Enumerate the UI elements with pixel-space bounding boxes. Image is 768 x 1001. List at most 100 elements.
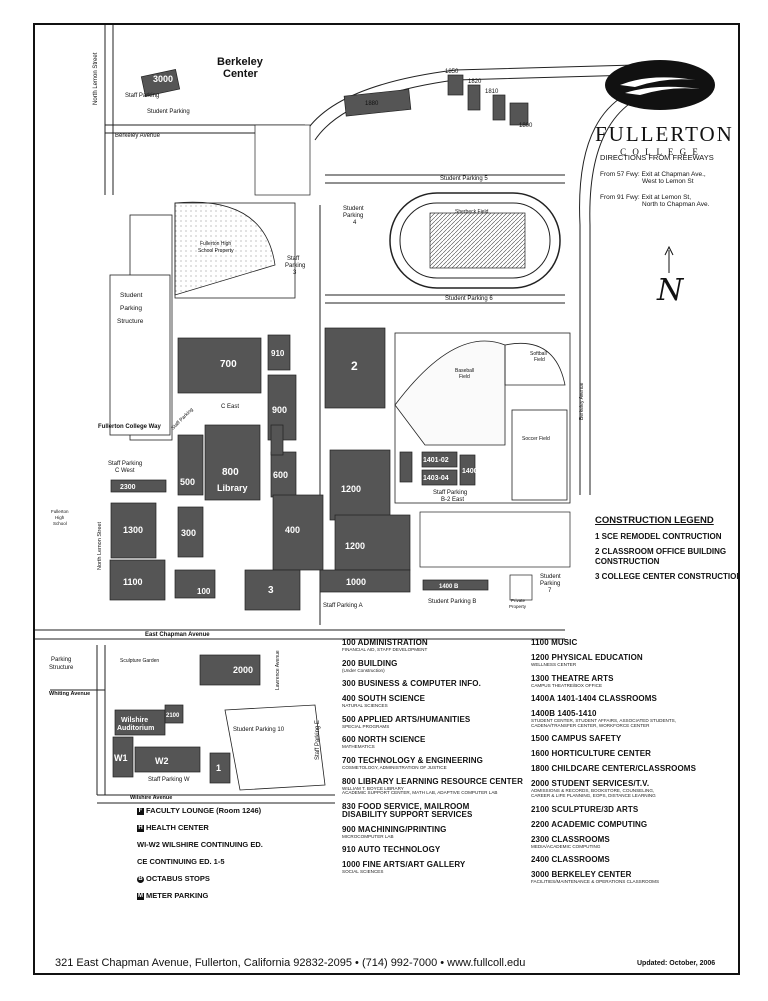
- legend-right-item-title: 1600 HORTICULTURE CENTER: [531, 749, 652, 759]
- bldg-1850: 1850: [445, 69, 459, 75]
- bldg-2: 2: [351, 359, 358, 373]
- label-soccer-field: Soccer Field: [522, 436, 550, 442]
- svg-text:School: School: [53, 521, 67, 526]
- legend-right-item-title: 2000 STUDENT SERVICES/T.V.: [531, 779, 650, 789]
- legend-right-item: 2200 ACADEMIC COMPUTING: [531, 820, 731, 829]
- legend-left-item-title: 300 BUSINESS & COMPUTER INFO.: [342, 679, 481, 689]
- directions: DIRECTIONS FROM FREEWAYS From 57 Fwy: Ex…: [600, 153, 738, 208]
- legend-left-item-title: 910 AUTO TECHNOLOGY: [342, 845, 441, 855]
- bldg-700: 700: [220, 359, 237, 370]
- legend-right-item: 1100 MUSIC: [531, 639, 731, 647]
- construction-item-1: 1 SCE REMODEL CONTRUCTION: [595, 532, 722, 541]
- bldg-1200b: 1200: [345, 541, 365, 551]
- bldg-w2: W2: [155, 756, 169, 766]
- fullerton-college-logo: FULLERTON C O L L E G E: [595, 55, 732, 165]
- bldg-1403-04: 1403-04: [423, 475, 449, 482]
- svg-text:Parking: Parking: [540, 581, 560, 587]
- label-berkeley-ave-right: Berkeley Avenue: [579, 382, 585, 420]
- legend-left-item-title: 830 FOOD SERVICE, MAILROOM DISABILITY SU…: [342, 801, 473, 819]
- legend-left-item-detail: NATURAL SCIENCES: [342, 703, 388, 709]
- svg-text:Field: Field: [534, 357, 545, 363]
- label-student-parking-top: Student Parking: [147, 109, 190, 115]
- legend-right-item: 1500 CAMPUS SAFETY: [531, 735, 731, 743]
- label-staff-parking-c-west: Staff Parking: [108, 461, 142, 467]
- svg-text:Structure: Structure: [49, 665, 74, 671]
- svg-text:Field: Field: [459, 374, 470, 380]
- legend-right-item-title: 1400A 1401-1404 CLASSROOMS: [531, 694, 657, 704]
- label-staff-parking-top: Staff Parking: [125, 93, 159, 99]
- label-whiting: Whiting Avenue: [49, 691, 90, 697]
- label-student-parking-6: Student Parking 6: [445, 296, 493, 302]
- legend-right-item-title: 2400 CLASSROOMS: [531, 855, 610, 865]
- bldg-3000: 3000: [153, 74, 173, 84]
- meter-parking-icon: M: [137, 892, 144, 900]
- label-wilshire-ave: Wilshire Avenue: [130, 795, 172, 801]
- label-staff-parking-w: Staff Parking W: [148, 777, 190, 783]
- label-sherbeck-field: Sherbeck Field: [455, 209, 489, 215]
- legend-right-item: 2400 CLASSROOMS: [531, 856, 731, 864]
- svg-text:Structure: Structure: [117, 318, 144, 325]
- campus-map: 3000 1850 1820 1810 1800 1880 700 910 2 …: [35, 25, 685, 804]
- directions-91-line2: North to Chapman Ave.: [642, 201, 710, 208]
- legend-left-item: 910 AUTO TECHNOLOGY: [342, 846, 532, 854]
- legend-right-item-detail: STUDENT CENTER, STUDENT AFFAIRS, ASSOCIA…: [531, 718, 676, 728]
- svg-text:Parking: Parking: [285, 263, 305, 269]
- bldg-1400: 1400: [462, 468, 478, 475]
- legend-left-item-title: 1000 FINE ARTS/ART GALLERY: [342, 860, 466, 870]
- svg-text:Parking: Parking: [120, 305, 142, 312]
- label-fullerton-college-way: Fullerton College Way: [98, 424, 161, 430]
- bldg-1300: 1300: [123, 525, 143, 535]
- svg-text:School Property: School Property: [198, 248, 234, 254]
- bldg-1800: 1800: [519, 123, 533, 129]
- legend-left-item-detail: MICROCOMPUTER LAB: [342, 833, 394, 839]
- student-parking-10-area: [224, 704, 326, 791]
- building-labels: 3000 1850 1820 1810 1800 1880 700 910 2 …: [114, 69, 533, 773]
- label-baseball-field: Baseball: [455, 368, 474, 374]
- label-north-lemon: North Lemon Street: [97, 522, 103, 570]
- bldg-400: 400: [285, 525, 300, 535]
- legend-right-item-detail: MEDIA/ACADEMIC COMPUTING: [531, 843, 601, 849]
- label-berkeley-center-2: Center: [223, 68, 259, 80]
- svg-text:B-2 East: B-2 East: [441, 497, 464, 503]
- label-c-east: C East: [221, 404, 239, 410]
- label-softball-field: Softball: [530, 351, 547, 357]
- campus-map-frame: 3000 1850 1820 1810 1800 1880 700 910 2 …: [33, 23, 740, 975]
- legend-right-item-title: 1800 CHILDCARE CENTER/CLASSROOMS: [531, 764, 697, 774]
- label-student-parking-b: Student Parking B: [428, 599, 476, 605]
- label-staff-parking-a: Staff Parking A: [323, 603, 363, 609]
- bldg-2100: 2100: [166, 713, 180, 719]
- directions-57-line1: From 57 Fwy: Exit at Chapman Ave.,: [600, 171, 706, 178]
- symbol-legend-wilshire: WI-W2 WILSHIRE CONTINUING ED.: [137, 840, 263, 849]
- svg-text:3: 3: [293, 270, 297, 276]
- legend-right-item: 1400A 1401-1404 CLASSROOMS: [531, 695, 731, 703]
- legend-right-item-title: 1300 THEATRE ARTS: [531, 673, 614, 683]
- college-sub: C O L L E G E: [620, 147, 700, 157]
- legend-right-item: 2000 STUDENT SERVICES/T.V.ADMISSIONS & R…: [531, 780, 731, 798]
- label-parking-structure: Parking: [51, 657, 71, 663]
- bldg-1100: 1100: [123, 577, 143, 587]
- legend-left-item-title: 200 BUILDING: [342, 658, 398, 668]
- symbol-legend-ce: CE CONTINUING ED. 1-5: [137, 857, 225, 866]
- legend-left-item-title: 400 SOUTH SCIENCE: [342, 694, 426, 704]
- svg-text:N: N: [656, 273, 685, 308]
- legend-right-item-title: 1400B 1405-1410: [531, 709, 597, 719]
- label-student-parking-10: Student Parking 10: [233, 727, 285, 733]
- directions-57-line2: West to Lemon St: [642, 178, 694, 185]
- legend-right-item-title: 1200 PHYSICAL EDUCATION: [531, 653, 643, 662]
- legend-right-item-detail: CAMPUS THEATRE/BOX OFFICE: [531, 682, 603, 688]
- logo-swoosh-icon: [605, 60, 715, 110]
- bldg-w1: W1: [114, 753, 128, 763]
